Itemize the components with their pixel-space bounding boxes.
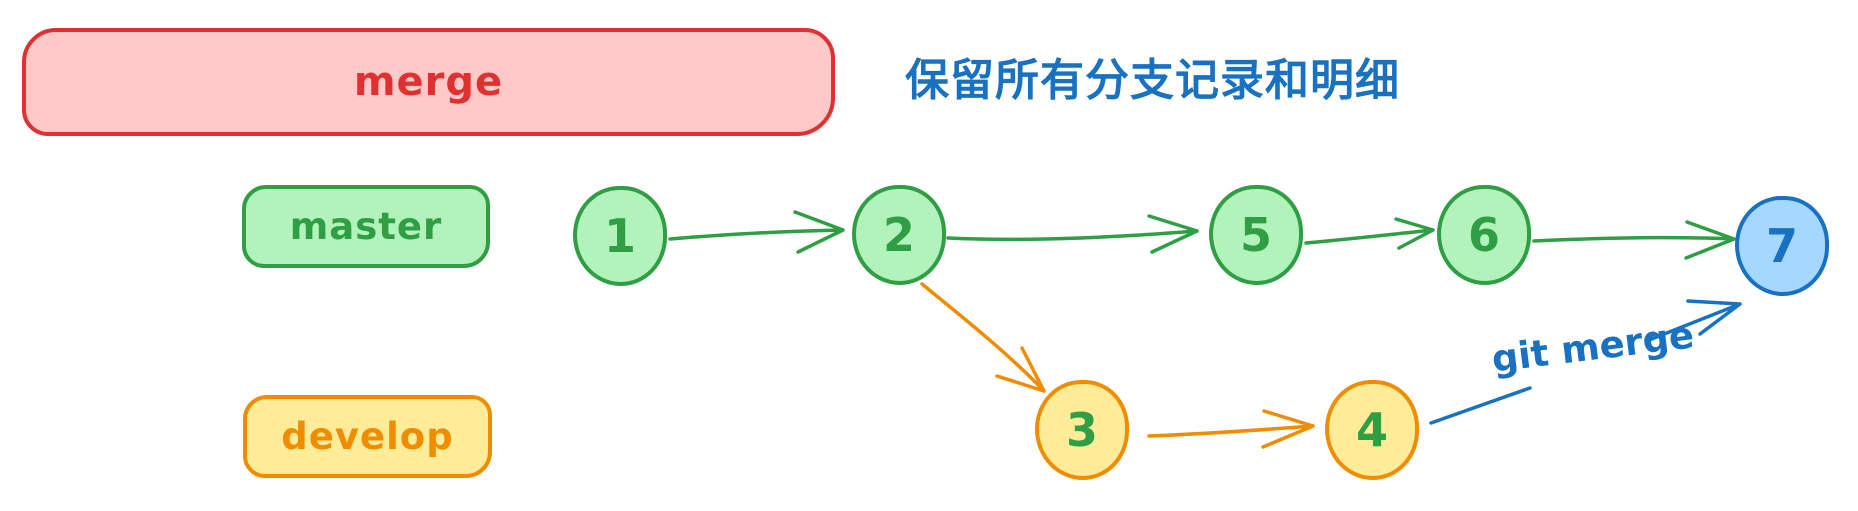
master-label-text: master — [289, 205, 443, 248]
edge-commit1-commit2 — [668, 210, 845, 254]
edge-commit4-commit7-git-merge — [1429, 299, 1742, 425]
merge-banner-label: merge — [353, 59, 504, 105]
develop-label-text: develop — [281, 415, 454, 458]
edge-commit3-commit4 — [1147, 409, 1315, 449]
edge-commit6-commit7 — [1532, 220, 1736, 260]
commit-node-7: 7 — [1735, 196, 1829, 296]
commit-node-3: 3 — [1035, 380, 1129, 480]
branch-label-develop: develop — [243, 395, 492, 478]
commit-node-2: 2 — [852, 185, 946, 285]
commit-node-1: 1 — [573, 186, 667, 286]
edge-commit2-commit3 — [920, 282, 1046, 393]
note-text: 保留所有分支记录和明细 — [905, 55, 1400, 106]
edge-commit2-commit5 — [946, 214, 1199, 254]
commit-node-5: 5 — [1209, 185, 1303, 285]
commit-node-6: 6 — [1437, 185, 1531, 285]
commit-4-label: 4 — [1355, 403, 1388, 457]
edge-commit5-commit6 — [1304, 217, 1435, 250]
commit-5-label: 5 — [1239, 208, 1272, 262]
branch-label-master: master — [242, 185, 490, 268]
commit-2-label: 2 — [882, 208, 915, 262]
commit-3-label: 3 — [1065, 403, 1098, 457]
commit-6-label: 6 — [1467, 208, 1500, 262]
commit-7-label: 7 — [1765, 219, 1798, 273]
merge-banner: merge — [22, 28, 835, 136]
commit-node-4: 4 — [1325, 380, 1419, 480]
commit-1-label: 1 — [603, 209, 636, 263]
